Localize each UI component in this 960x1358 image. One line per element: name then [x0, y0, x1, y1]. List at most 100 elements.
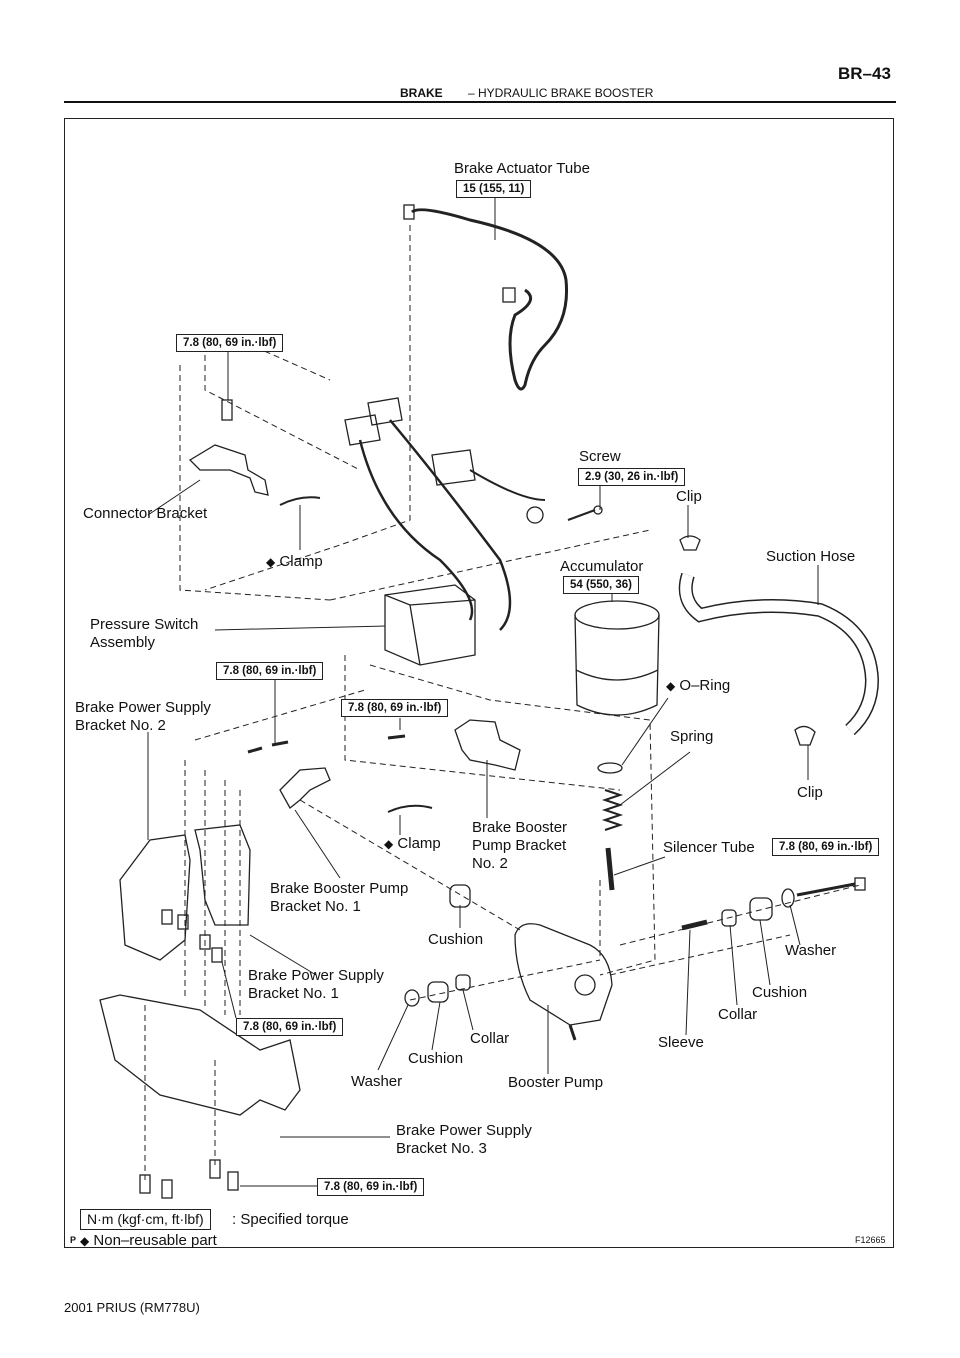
label-screw: Screw [579, 448, 621, 465]
label-bbpb2-1: Brake Booster [472, 819, 568, 836]
screw-head [593, 505, 603, 515]
non-reusable-mark: ◆ [266, 555, 276, 569]
label-clamp-lower-text: Clamp [397, 835, 441, 852]
label-collar-left: Collar [470, 1030, 510, 1047]
label-washer-right: Washer [785, 942, 837, 959]
assembly-line [409, 959, 601, 1001]
bolt-bpsb3-d [227, 1171, 239, 1191]
collar-right-shape [721, 909, 737, 927]
assembly-line [204, 355, 361, 471]
label-brake-actuator-tube: Brake Actuator Tube [454, 160, 590, 177]
spring-shape [601, 789, 624, 831]
legend-non-reusable: ◆ Non–reusable part [80, 1232, 217, 1249]
bolt-b2-b [271, 740, 289, 747]
figure-code: F12665 [855, 1235, 886, 1245]
brake-actuator-tube [411, 208, 569, 391]
non-reusable-mark: ◆ [80, 1234, 90, 1248]
pressure-switch-edge-2 [409, 604, 421, 666]
leader-collar-left [462, 989, 474, 1031]
assembly-line [299, 799, 521, 931]
non-reusable-mark: ◆ [384, 837, 394, 851]
leader-cushion-right [759, 919, 771, 986]
power-supply-bracket-2-shape [119, 834, 191, 961]
pump-bracket-2-shape [454, 719, 521, 771]
figure-mark: P [70, 1235, 77, 1245]
torque-long-bolt: 7.8 (80, 69 in.·lbf) [772, 838, 880, 856]
assembly-line [369, 664, 656, 976]
leader-silencer-tube [613, 856, 666, 876]
leader-washer-left [377, 1004, 409, 1071]
suction-hose-outer [678, 572, 880, 736]
label-clamp-upper-text: Clamp [279, 553, 323, 570]
clip-lower-shape [794, 725, 816, 746]
leader-washer-right [789, 904, 801, 946]
clamp-upper-shape [279, 496, 321, 506]
assembly-line [227, 334, 331, 381]
label-silencer-tube: Silencer Tube [663, 839, 755, 856]
leader-sleeve [685, 929, 691, 1036]
label-suction-hose: Suction Hose [766, 548, 856, 565]
accumulator-top [574, 600, 660, 630]
label-cushion-right: Cushion [752, 984, 808, 1001]
long-bolt-head [854, 877, 866, 891]
tube-nut-top [403, 204, 415, 220]
assembly-line [344, 655, 621, 791]
pressure-switch-block [384, 584, 476, 666]
label-bbpb2-2: Pump Bracket [472, 837, 567, 854]
clip-upper-shape [679, 535, 701, 551]
collar-left-shape [455, 974, 471, 991]
bolt-bpsb3-a [139, 1174, 151, 1194]
label-booster-pump: Booster Pump [508, 1074, 604, 1091]
sleeve-shape [681, 919, 708, 931]
cushion-top-shape [449, 884, 471, 908]
bolt-bpsb3-b [161, 1179, 173, 1199]
label-clamp-lower: ◆ Clamp [384, 835, 441, 853]
silencer-tube-shape [605, 847, 615, 891]
torque-bracket-3: 7.8 (80, 69 in.·lbf) [317, 1178, 425, 1196]
cushion-right-shape [749, 897, 773, 921]
label-pressure-switch-2: Assembly [90, 634, 156, 651]
label-washer-left: Washer [351, 1073, 403, 1090]
torque-pump-bracket-2: 7.8 (80, 69 in.·lbf) [341, 699, 449, 717]
label-pressure-switch-1: Pressure Switch [90, 616, 199, 633]
label-cushion-top: Cushion [428, 931, 484, 948]
label-clip-lower: Clip [797, 784, 823, 801]
label-bbpb1-1: Brake Booster Pump [270, 880, 409, 897]
leader-cushion-left [431, 1001, 441, 1051]
label-accumulator: Accumulator [560, 558, 644, 575]
label-spring: Spring [670, 728, 714, 745]
bolt-bpsb3-c [209, 1159, 221, 1179]
booster-pump-port [574, 974, 596, 996]
power-supply-bracket-3-shape [99, 994, 301, 1116]
legend-non-reusable-text: Non–reusable part [93, 1232, 217, 1249]
pressure-switch-edge [384, 594, 476, 606]
connector-b [367, 397, 403, 426]
connector-bolt [221, 399, 233, 421]
leader-bpsb1 [249, 934, 317, 976]
label-cushion-left: Cushion [408, 1050, 464, 1067]
torque-bracket-2: 7.8 (80, 69 in.·lbf) [216, 662, 324, 680]
power-supply-bracket-1-shape [194, 824, 251, 926]
bolt-bpsb1-a [199, 934, 211, 950]
section-subtitle: – HYDRAULIC BRAKE BOOSTER [468, 86, 654, 100]
page-number: BR–43 [838, 64, 891, 83]
label-bpsb1-1: Brake Power Supply [248, 967, 384, 984]
footer-model: 2001 PRIUS (RM778U) [64, 1300, 200, 1315]
o-ring-shape [597, 762, 623, 774]
harness-grommet [526, 506, 544, 524]
bolt-b2-a [247, 746, 263, 754]
connector-bracket-shape [188, 444, 269, 496]
label-sleeve: Sleeve [658, 1034, 704, 1051]
label-connector-bracket: Connector Bracket [83, 505, 208, 522]
connector-a [344, 414, 381, 446]
label-o-ring: ◆ O–Ring [666, 677, 730, 695]
label-bpsb2-1: Brake Power Supply [75, 699, 211, 716]
label-collar-right: Collar [718, 1006, 758, 1023]
long-bolt-shape [796, 882, 856, 897]
leader-pressure-switch [214, 625, 386, 631]
leader-bbpb1 [294, 809, 341, 879]
booster-pump-outlet [568, 1024, 577, 1041]
label-bbpb2-3: No. 2 [472, 855, 508, 872]
clamp-lower-shape [387, 804, 433, 813]
